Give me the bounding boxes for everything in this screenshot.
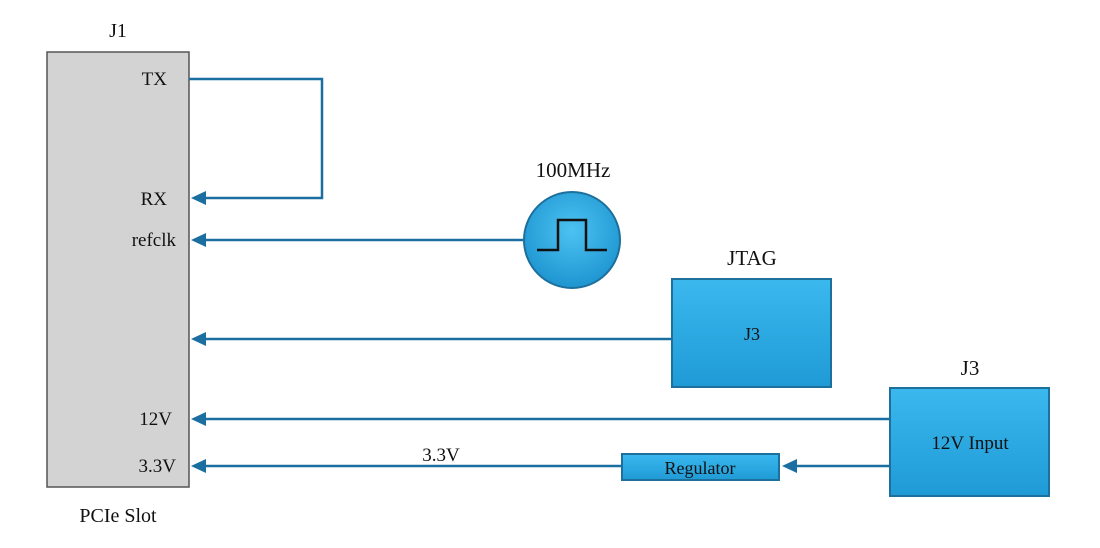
pin-12v-label: 12V bbox=[139, 409, 172, 430]
pin-refclk-label: refclk bbox=[132, 230, 177, 251]
3v3-arrowhead bbox=[191, 459, 206, 473]
jtag-arrowhead bbox=[191, 332, 206, 346]
power-input-label: 12V Input bbox=[931, 433, 1009, 454]
regulator-label: Regulator bbox=[665, 458, 736, 478]
regulator-block bbox=[621, 453, 780, 481]
clock-pulse-icon bbox=[537, 218, 607, 252]
tx-rx-loopback-wire bbox=[189, 77, 324, 200]
regulator-input-arrowhead bbox=[782, 459, 797, 473]
pin-rx-label: RX bbox=[141, 189, 168, 210]
power-input-title: J3 bbox=[961, 356, 980, 380]
oscillator-label: 100MHz bbox=[536, 158, 611, 182]
jtag-title: JTAG bbox=[727, 246, 777, 270]
oscillator-icon bbox=[523, 191, 621, 289]
pcie-slot-body bbox=[46, 51, 190, 488]
jtag-block bbox=[671, 278, 832, 388]
power-input-block bbox=[889, 387, 1050, 497]
jtag-block-label: J3 bbox=[744, 324, 760, 344]
3v3-wire-label: 3.3V bbox=[422, 445, 460, 466]
refclk-arrowhead bbox=[191, 233, 206, 247]
slot-caption: PCIe Slot bbox=[79, 505, 157, 527]
slot-title: J1 bbox=[109, 20, 127, 42]
12v-arrowhead bbox=[191, 412, 206, 426]
pin-3v3-label: 3.3V bbox=[139, 456, 177, 477]
pin-tx-label: TX bbox=[142, 69, 168, 90]
rx-arrowhead bbox=[191, 191, 206, 205]
